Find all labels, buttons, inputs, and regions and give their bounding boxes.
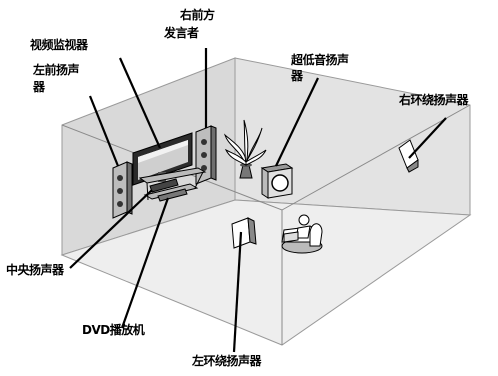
floor — [60, 199, 472, 346]
label-video-monitor: 视频监视器 — [30, 38, 88, 52]
subwoofer — [260, 163, 294, 199]
label-right-surround: 右环绕扬声器 — [399, 93, 469, 107]
label-center: 中央扬声器 — [6, 263, 64, 277]
front-right-speaker — [195, 125, 217, 185]
label-front-left-line2: 器 — [33, 80, 45, 94]
tv-stand — [138, 167, 207, 201]
label-dvd-player: DVD播放机 — [82, 323, 145, 337]
label-front-left-line1: 左前扬声 — [33, 63, 80, 77]
label-left-surround: 左环绕扬声器 — [192, 354, 262, 368]
right-surround-speaker — [398, 139, 419, 173]
front-left-speaker — [112, 161, 133, 219]
label-front-right-line1: 右前方 — [180, 8, 215, 22]
listener-armchair — [281, 214, 323, 254]
plant — [224, 119, 267, 179]
label-front-right-line2: 发言者 — [164, 26, 199, 40]
label-subwoofer-line1: 超低音扬声 — [291, 53, 349, 67]
label-subwoofer-line2: 器 — [291, 69, 303, 83]
video-monitor — [132, 132, 193, 186]
leader-lines — [69, 48, 447, 353]
dvd-player — [157, 188, 188, 202]
